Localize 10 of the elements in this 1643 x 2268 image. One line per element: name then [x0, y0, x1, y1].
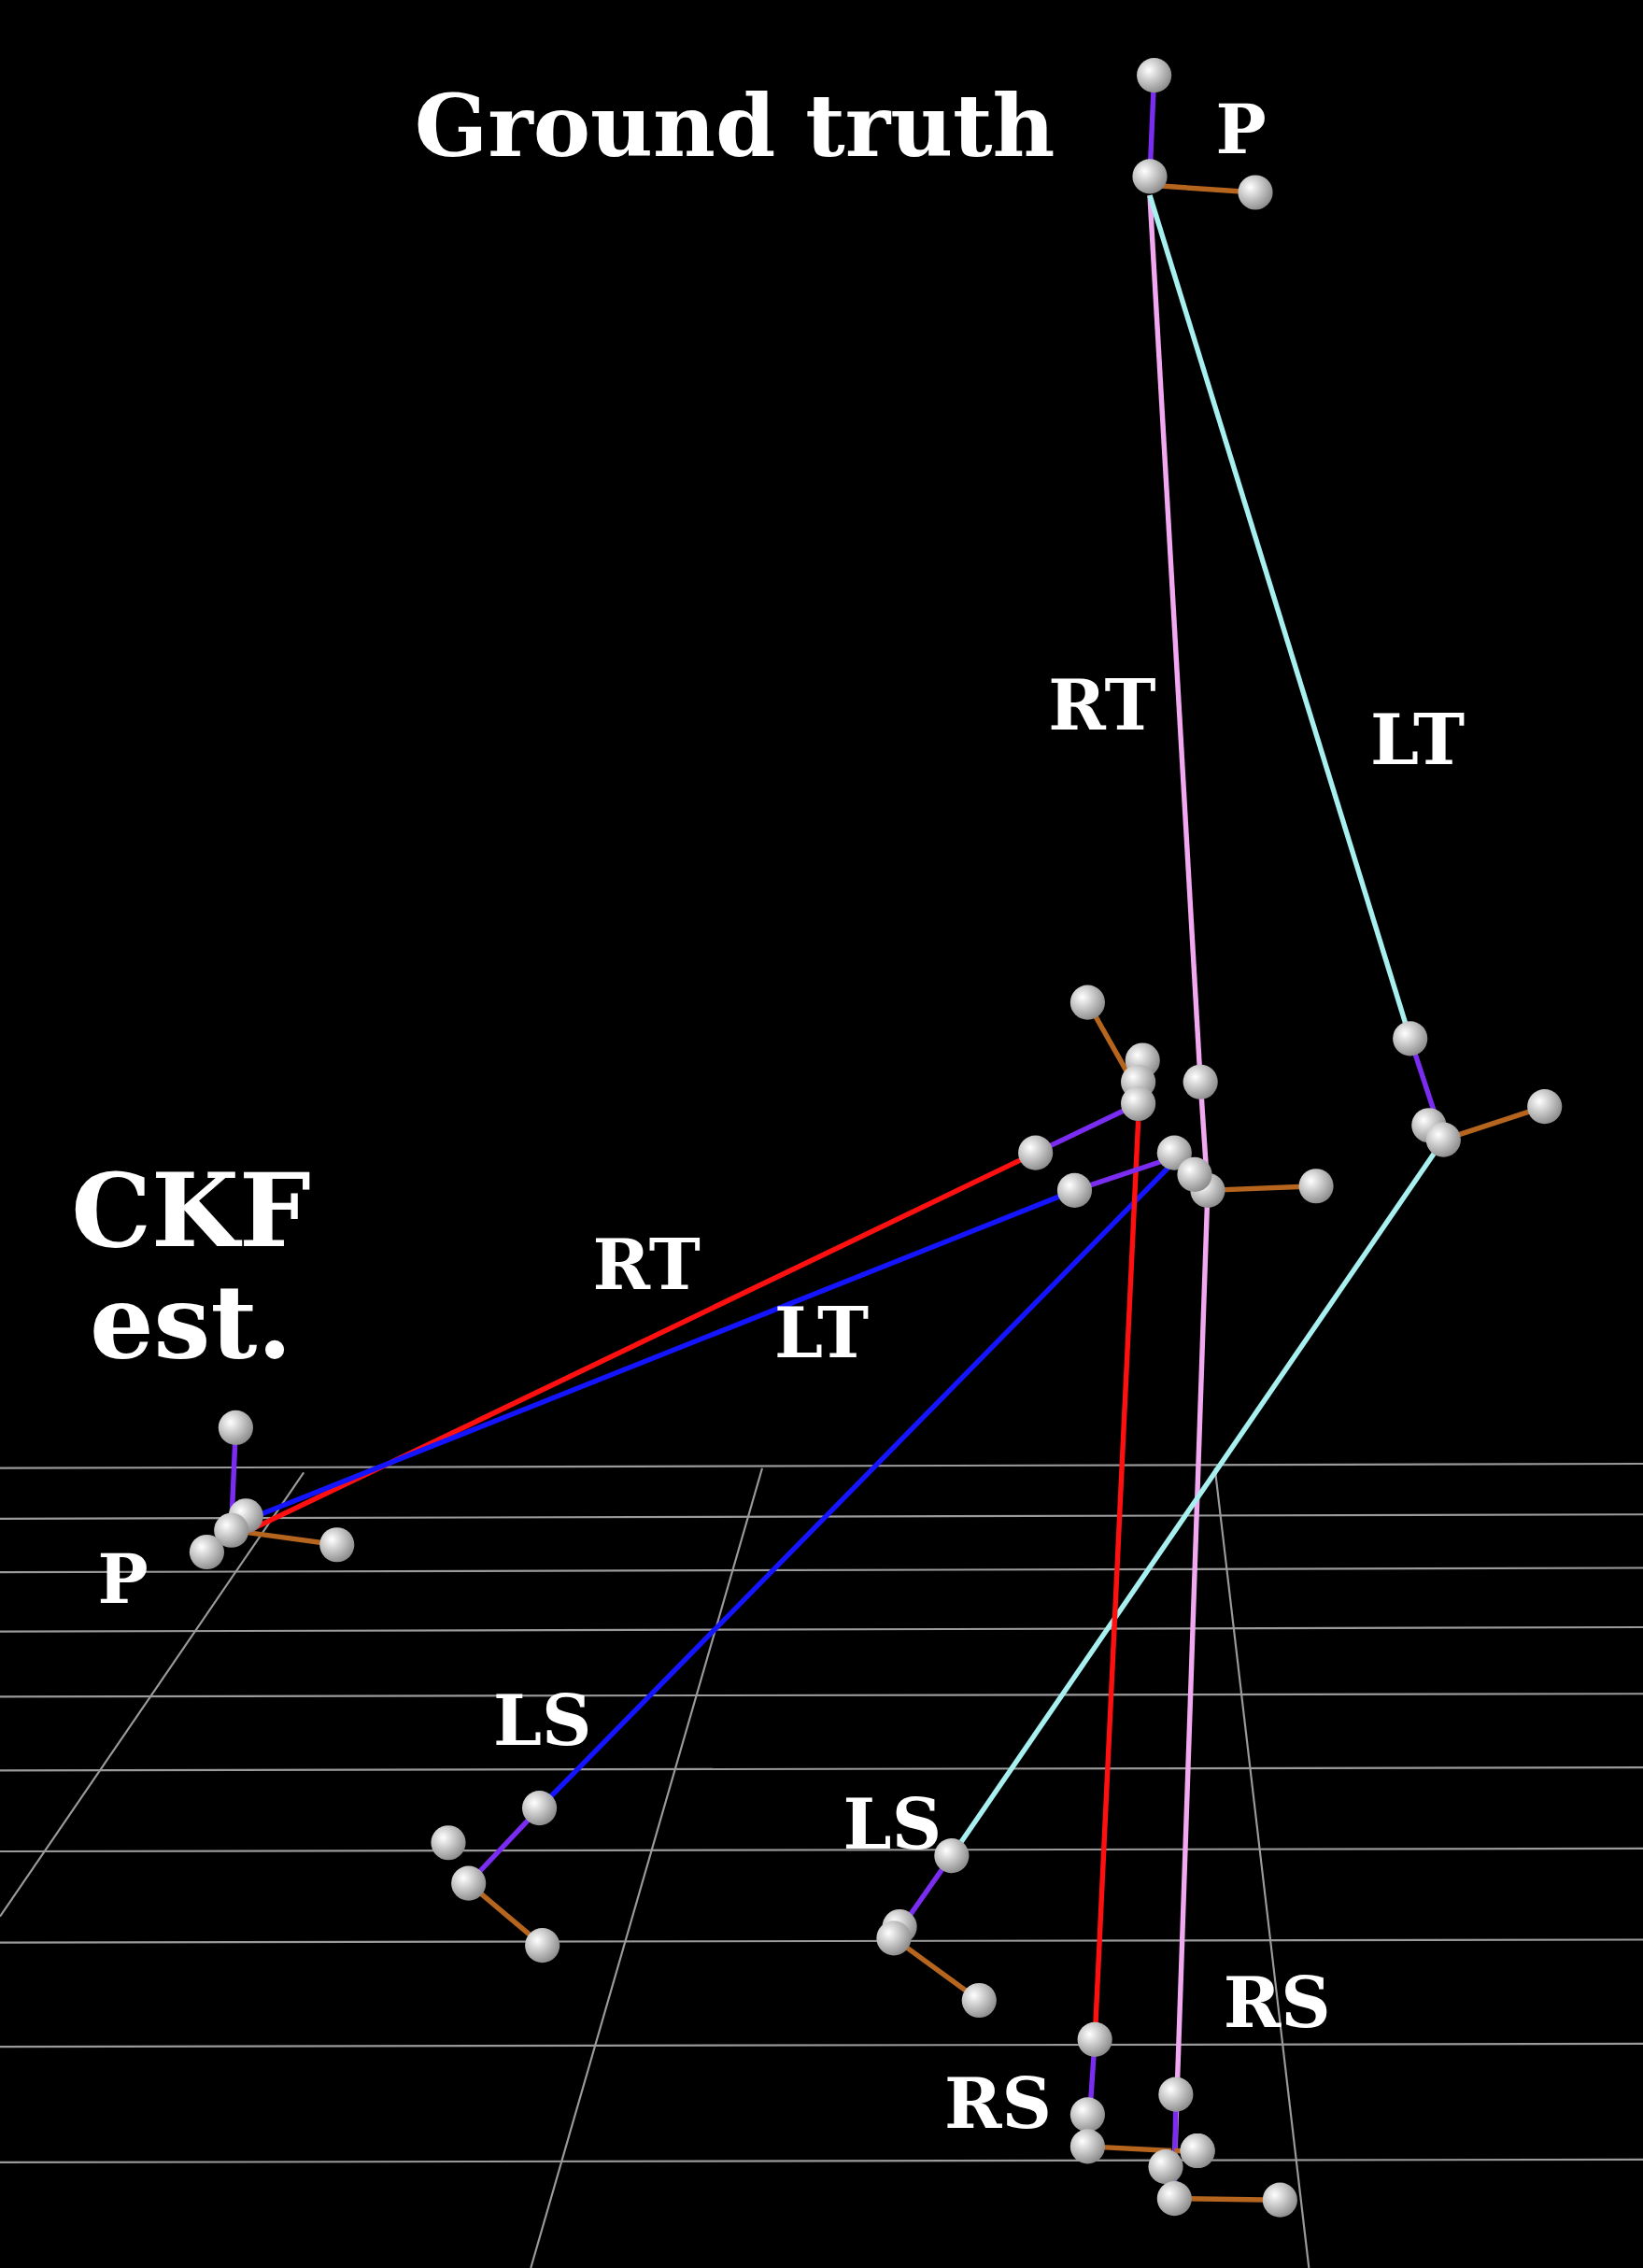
joint-label: RS	[943, 2066, 1052, 2143]
joint-label: P	[1215, 92, 1267, 167]
joint-label: LS	[492, 1682, 592, 1760]
joint-label: CKF est.	[70, 1155, 312, 1379]
joint-label: LT	[773, 1295, 870, 1372]
joint-label: RT	[592, 1227, 701, 1304]
joint-label: Ground truth	[414, 79, 1055, 175]
joint-label: LT	[1369, 702, 1465, 779]
joint-label: RT	[1048, 667, 1156, 744]
joint-label: LS	[843, 1787, 942, 1864]
